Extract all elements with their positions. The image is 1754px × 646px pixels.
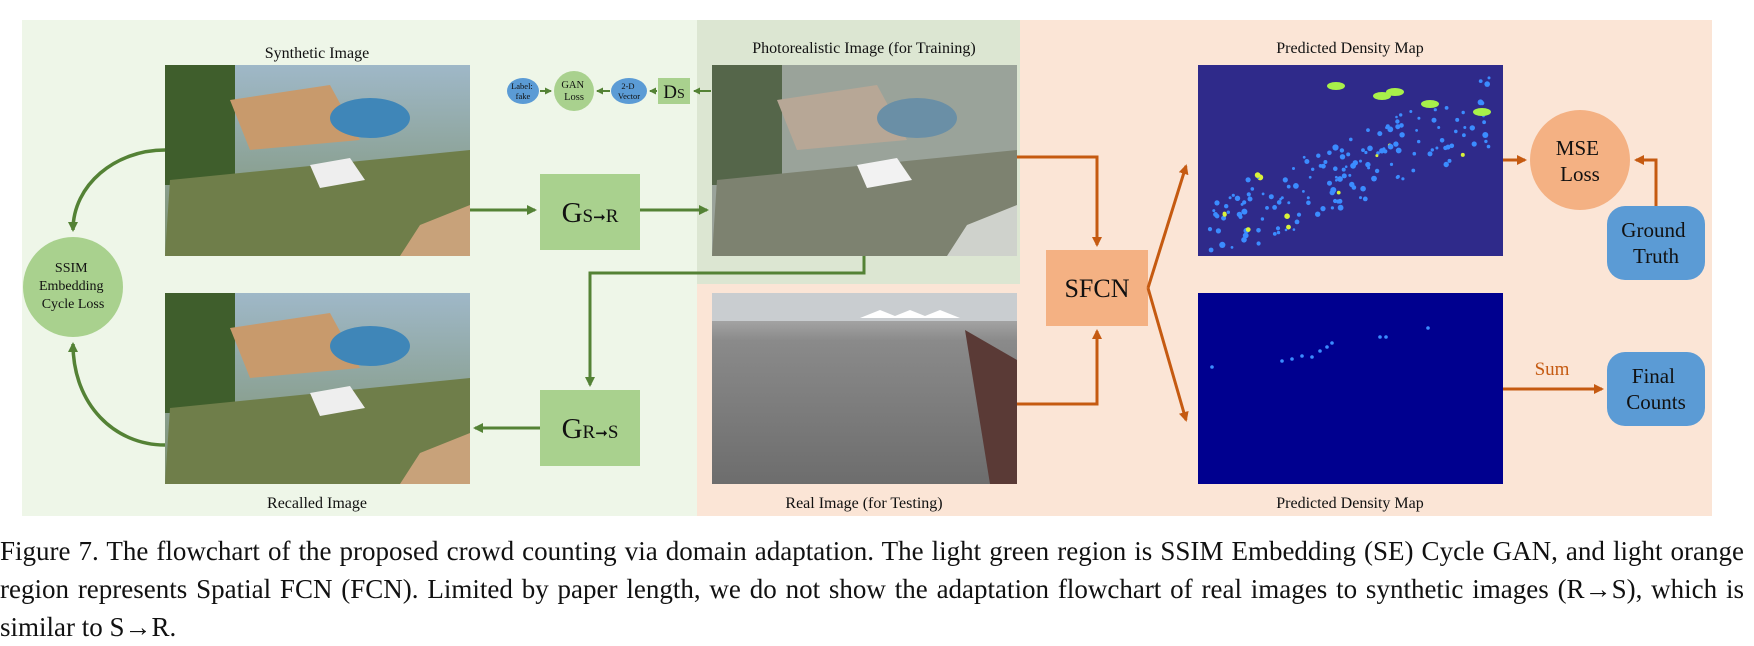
arrow-synthetic-to-ssim: [68, 148, 166, 232]
vector-2d-node: 2-D Vector: [611, 78, 647, 104]
ssim-embedding-cycle-loss-node: SSIM Embedding Cycle Loss: [23, 237, 123, 337]
svg-text:MSE Loss: MSE Loss: [1556, 136, 1604, 186]
recalled-image: [165, 293, 470, 484]
label-density-map-top: Predicted Density Map: [1276, 40, 1424, 57]
ground-truth-node: Ground Truth: [1607, 206, 1705, 280]
real-image: [712, 293, 1017, 484]
synthetic-image: [165, 65, 470, 256]
sum-edge-label: Sum: [1535, 359, 1570, 380]
label-fake-node: Label: fake: [507, 78, 539, 104]
svg-text:Final Counts: Final Counts: [1626, 364, 1686, 414]
arrow-real-to-sfcn: [1017, 329, 1102, 406]
generator-s-to-r-node: GS➞R: [540, 174, 640, 250]
svg-text:SSIM Embedding Cyc: SSIM Embedding Cycle Loss: [39, 261, 107, 312]
label-photorealistic-image: Photorealistic Image (for Training): [752, 40, 976, 57]
gan-loss-node: GAN Loss: [554, 71, 594, 111]
density-map-top: [1198, 65, 1503, 256]
photorealistic-image: [712, 65, 1017, 256]
label-real-image: Real Image (for Testing): [785, 495, 942, 512]
generator-r-to-s-node: GR➞S: [540, 390, 640, 466]
arrow-photorealistic-to-sfcn: [1017, 155, 1102, 247]
label-density-map-bottom: Predicted Density Map: [1276, 495, 1424, 512]
sfcn-node: SFCN: [1046, 250, 1148, 326]
mse-loss-node: MSE Loss: [1530, 110, 1630, 210]
final-counts-node: Final Counts: [1607, 352, 1705, 426]
svg-text:GS➞R: GS➞R: [562, 197, 619, 229]
arrow-photorealistic-to-grs: [585, 256, 866, 387]
arrow-recalled-to-ssim: [68, 342, 166, 447]
flowchart-diagram: Synthetic Image Recalled Image Photoreal…: [22, 20, 1712, 516]
svg-text:GR➞S: GR➞S: [562, 413, 619, 445]
svg-text:DS: DS: [663, 82, 685, 103]
svg-text:2-D Vector: 2-D Vector: [618, 81, 640, 101]
svg-text:GAN Loss: GAN Loss: [561, 80, 586, 103]
label-synthetic-image: Synthetic Image: [265, 45, 369, 62]
arrow-sfcn-to-density-top: [1146, 164, 1189, 289]
density-map-bottom: [1198, 293, 1503, 484]
svg-text:Label: fake: Label: fake: [511, 81, 535, 101]
label-recalled-image: Recalled Image: [267, 495, 367, 512]
arrow-sfcn-to-density-bottom: [1146, 287, 1189, 422]
svg-text:Ground Truth: Ground Truth: [1621, 218, 1690, 268]
svg-text:SFCN: SFCN: [1064, 274, 1129, 303]
arrow-groundtruth-to-mse: [1634, 155, 1658, 206]
ds-node: DS: [658, 78, 690, 104]
figure-caption: Figure 7. The flowchart of the proposed …: [0, 536, 1744, 642]
